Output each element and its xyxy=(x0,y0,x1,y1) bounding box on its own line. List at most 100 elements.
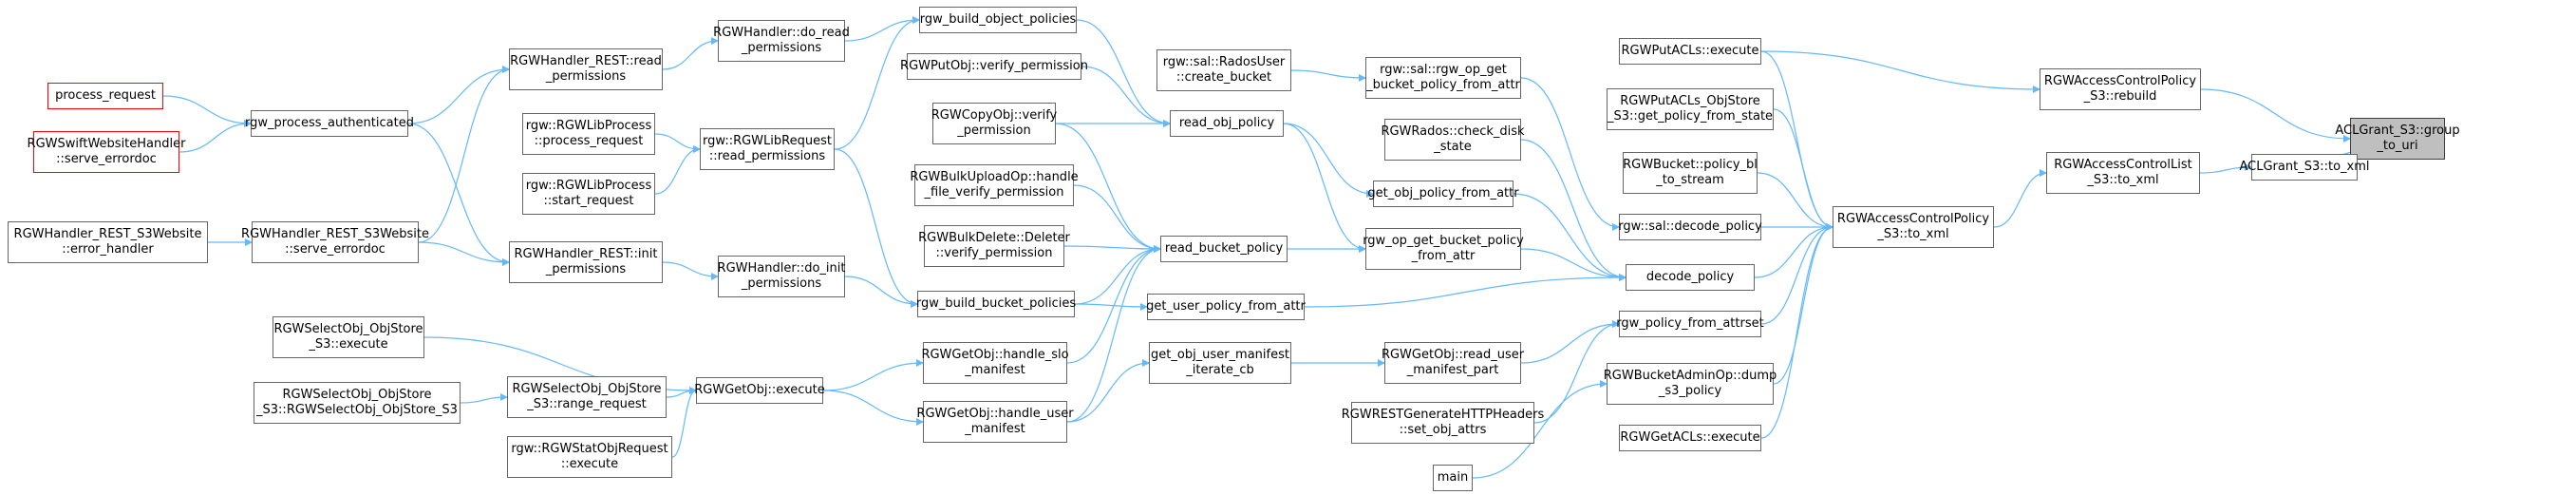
function-node-label: RGWAccessControlPolicy xyxy=(1836,212,1990,226)
call-edge-rgw_build_bucket_policies-to-get_user_policy_from_attr xyxy=(1074,302,1148,311)
function-node-label: rgw::RGWLibRequest xyxy=(703,134,832,148)
function-node-process-request[interactable]: process_request xyxy=(47,83,163,109)
function-node-rgw-acp-s3-rebuild[interactable]: RGWAccessControlPolicy_S3::rebuild xyxy=(2040,68,2201,110)
function-node-rgw-select-obj-execute[interactable]: RGWSelectObj_ObjStore_S3::execute xyxy=(273,316,424,358)
function-node-label: ::create_bucket xyxy=(1175,70,1272,85)
call-edge-read_obj_policy-to-rgw_op_get_bucket_policy xyxy=(1283,123,1366,253)
function-node-label: RGWHandler_REST::init xyxy=(514,247,658,261)
function-node-get-obj-policy-from-attr[interactable]: get_obj_policy_from_attr xyxy=(1367,181,1519,207)
function-node-label: rgw_build_object_policies xyxy=(919,12,1077,27)
function-node-label: RGWPutObj::verify_permission xyxy=(900,59,1088,73)
call-edge-decode_policy-to-rgw_acp_s3_to_xml xyxy=(1754,223,1833,278)
function-node-rgw-get-obj-handle-user[interactable]: RGWGetObj::handle_user_manifest xyxy=(916,401,1074,443)
function-node-label: _to_stream xyxy=(1656,173,1724,187)
function-node-label: read_obj_policy xyxy=(1178,116,1275,130)
function-node-rgw-stat-obj-request[interactable]: rgw::RGWStatObjRequest::execute xyxy=(507,436,672,478)
function-node-rgw-get-obj-read-user-manifest-part[interactable]: RGWGetObj::read_user_manifest_part xyxy=(1382,342,1524,384)
function-node-label: RGWHandler_REST::read xyxy=(510,54,662,68)
function-node-rgw-lib-process-process-request[interactable]: rgw::RGWLibProcess::process_request xyxy=(522,113,655,155)
function-node-rgw-acp-s3-to-xml[interactable]: RGWAccessControlPolicy_S3::to_xml xyxy=(1833,206,1994,248)
function-node-rgw-build-object-policies[interactable]: rgw_build_object_policies xyxy=(919,7,1077,33)
function-node-rgw-sal-rados-user[interactable]: rgw::sal::RadosUser::create_bucket xyxy=(1156,49,1291,91)
call-edge-rgw_get_obj_handle_user-to-read_bucket_policy xyxy=(1066,245,1161,423)
function-node-label: _S3::range_request xyxy=(527,397,647,411)
function-node-rgw-swift-website-handler[interactable]: RGWSwiftWebsiteHandler::serve_errordoc xyxy=(28,131,185,173)
function-node-label: rgw::sal::RadosUser xyxy=(1162,55,1286,69)
function-node-label: RGWPutACLs_ObjStore xyxy=(1620,94,1760,108)
function-node-label: read_bucket_policy xyxy=(1164,241,1284,256)
function-node-label: _permissions xyxy=(545,262,627,276)
function-node-rgw-bulk-delete[interactable]: RGWBulkDelete::Deleter::verify_permissio… xyxy=(918,225,1070,267)
function-node-label: RGWGetACLs::execute xyxy=(1620,430,1760,445)
function-node-label: RGWBucket::policy_bl xyxy=(1623,158,1758,172)
function-node-rgw-handler-rest-s3website-serve[interactable]: RGWHandler_REST_S3Website::serve_errordo… xyxy=(241,221,429,263)
function-node-rgw-build-bucket-policies[interactable]: rgw_build_bucket_policies xyxy=(916,291,1076,317)
call-edge-rgw_get_obj_read_user_manifest_part-to-rgw_policy_from_attrset xyxy=(1520,320,1620,364)
function-node-rgw-put-acls-objstore[interactable]: RGWPutACLs_ObjStore_S3::get_policy_from_… xyxy=(1607,88,1774,130)
function-node-rgw-lib-request-read[interactable]: rgw::RGWLibRequest::read_permissions xyxy=(700,128,835,170)
function-node-rgw-bucket-admin-op-dump[interactable]: RGWBucketAdminOp::dump_s3_policy xyxy=(1604,363,1777,405)
call-edge-rgw_build_object_policies-to-read_obj_policy xyxy=(1076,19,1171,127)
function-node-main[interactable]: main xyxy=(1433,465,1473,491)
call-edge-get_user_policy_from_attr-to-decode_policy xyxy=(1304,274,1626,308)
function-node-rgw-sal-rgw-op-get-bucket-policy[interactable]: rgw::sal::rgw_op_get_bucket_policy_from_… xyxy=(1365,57,1521,99)
function-node-label: ::serve_errordoc xyxy=(56,152,157,166)
call-edge-rgw_put_acls_execute-to-rgw_acp_s3_to_xml xyxy=(1760,50,1833,231)
function-node-rgw-rest-generate-http-headers[interactable]: RGWRESTGenerateHTTPHeaders::set_obj_attr… xyxy=(1342,402,1544,444)
function-node-label: _bucket_policy_from_attr xyxy=(1366,78,1520,92)
function-node-label: get_user_policy_from_attr xyxy=(1146,299,1306,314)
call-edge-rgw_get_obj_execute-to-rgw_get_obj_handle_slo xyxy=(822,359,924,391)
call-edge-rgw_bulk_delete-to-read_bucket_policy xyxy=(1063,244,1161,253)
function-node-label: _S3::to_xml xyxy=(1877,227,1949,241)
call-edge-read_obj_policy-to-get_obj_policy_from_attr xyxy=(1283,123,1374,198)
function-node-acl-grant-to-xml[interactable]: ACLGrant_S3::to_xml xyxy=(2240,154,2370,181)
function-node-rgw-bucket-policy-bl[interactable]: RGWBucket::policy_bl_to_stream xyxy=(1623,152,1758,194)
function-node-rgw-handler-rest-read[interactable]: RGWHandler_REST::read_permissions xyxy=(509,48,663,90)
function-node-label: rgw_policy_from_attrset xyxy=(1616,316,1764,331)
function-node-rgw-policy-from-attrset[interactable]: rgw_policy_from_attrset xyxy=(1616,311,1764,337)
function-node-decode-policy[interactable]: decode_policy xyxy=(1626,264,1755,291)
function-node-rgw-bulk-upload-op[interactable]: RGWBulkUploadOp::handle_file_verify_perm… xyxy=(910,164,1079,206)
function-node-rgw-process-authenticated[interactable]: rgw_process_authenticated xyxy=(245,110,414,137)
function-node-rgw-put-acls-execute[interactable]: RGWPutACLs::execute xyxy=(1619,38,1761,65)
function-node-rgw-put-obj-verify-permission[interactable]: RGWPutObj::verify_permission xyxy=(900,53,1088,80)
function-node-label: RGWAccessControlPolicy xyxy=(2043,74,2197,88)
function-node-rgw-op-get-bucket-policy[interactable]: rgw_op_get_bucket_policy_from_attr xyxy=(1363,228,1524,270)
call-edge-rgw_process_authenticated-to-rgw_handler_rest_init xyxy=(407,123,510,266)
function-node-rgw-select-obj-range-request[interactable]: RGWSelectObj_ObjStore_S3::range_request xyxy=(507,376,667,418)
call-edge-rgw_sal_rgw_op_get_bucket_policy-to-rgw_sal_decode_policy xyxy=(1520,77,1620,231)
call-edge-rgw_rados_check_disk-to-decode_policy xyxy=(1520,139,1626,281)
call-edge-rgw_swift_website_handler-to-rgw_process_authenticated xyxy=(179,120,252,153)
call-edge-rgw_bulk_upload_op-to-read_bucket_policy xyxy=(1073,184,1161,253)
function-node-rgw-lib-process-start-request[interactable]: rgw::RGWLibProcess::start_request xyxy=(522,173,655,215)
function-node-read-bucket-policy[interactable]: read_bucket_policy xyxy=(1160,236,1288,262)
function-node-read-obj-policy[interactable]: read_obj_policy xyxy=(1170,110,1284,137)
function-node-rgw-handler-rest-init[interactable]: RGWHandler_REST::init_permissions xyxy=(509,241,663,283)
call-edge-rgw_lib_request_read-to-rgw_build_object_policies xyxy=(834,16,920,150)
call-edge-rgw_put_obj_verify_permission-to-read_obj_policy xyxy=(1081,66,1171,127)
function-node-rgw-copy-obj-verify-permission[interactable]: RGWCopyObj::verify_permission xyxy=(931,103,1057,144)
function-node-get-obj-user-manifest-iterate-cb[interactable]: get_obj_user_manifest_iterate_cb xyxy=(1149,342,1291,384)
call-edge-rgw_get_obj_handle_slo-to-read_bucket_policy xyxy=(1066,245,1161,364)
function-node-label: _file_verify_permission xyxy=(924,185,1064,200)
function-node-label: RGWBulkUploadOp::handle xyxy=(910,170,1079,184)
function-node-label: ::set_obj_attrs xyxy=(1399,423,1487,437)
function-node-rgw-handler-rest-s3website-error[interactable]: RGWHandler_REST_S3Website::error_handler xyxy=(8,221,208,263)
function-node-rgw-get-obj-execute[interactable]: RGWGetObj::execute xyxy=(694,377,825,404)
function-node-rgw-get-obj-handle-slo[interactable]: RGWGetObj::handle_slo_manifest xyxy=(921,342,1069,384)
call-edge-rgw_get_obj_handle_user-to-get_obj_user_manifest_iterate_cb xyxy=(1066,359,1150,423)
function-node-label: _permission xyxy=(957,124,1031,138)
function-node-rgw-sal-decode-policy[interactable]: rgw::sal::decode_policy xyxy=(1618,214,1762,240)
function-node-label: _to_uri xyxy=(2377,139,2418,153)
call-edge-rgw_sal_rados_user-to-rgw_sal_rgw_op_get_bucket_policy xyxy=(1290,69,1366,82)
function-node-rgw-handler-do-init[interactable]: RGWHandler::do_init_permissions xyxy=(718,256,845,297)
function-node-rgw-handler-do-read[interactable]: RGWHandler::do_read_permissions xyxy=(713,20,850,62)
function-node-rgw-rados-check-disk[interactable]: RGWRados::check_disk_state xyxy=(1381,119,1525,161)
function-node-rgw-select-obj-ctor[interactable]: RGWSelectObj_ObjStore_S3::RGWSelectObj_O… xyxy=(254,382,461,424)
function-node-rgw-get-acls-execute[interactable]: RGWGetACLs::execute xyxy=(1619,425,1761,451)
function-node-rgw-acl-s3-to-xml[interactable]: RGWAccessControlList_S3::to_xml xyxy=(2046,152,2200,194)
function-node-label: get_obj_user_manifest xyxy=(1151,348,1289,362)
call-edge-rgw_op_get_bucket_policy-to-decode_policy xyxy=(1520,248,1626,281)
function-node-label: RGWHandler_REST_S3Website xyxy=(13,227,202,241)
function-node-get-user-policy-from-attr[interactable]: get_user_policy_from_attr xyxy=(1146,294,1306,320)
